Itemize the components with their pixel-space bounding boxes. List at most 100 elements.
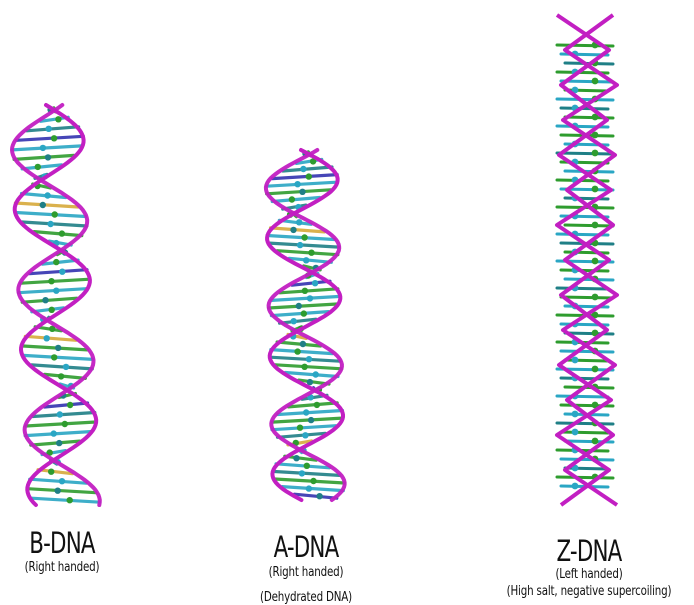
base-ring	[62, 421, 68, 427]
base-ring	[58, 373, 64, 379]
base-ring	[46, 126, 52, 132]
base-ring	[49, 307, 55, 313]
base-pair	[278, 411, 343, 415]
base-pair	[565, 468, 608, 469]
base-ring	[296, 303, 302, 309]
base-ring	[572, 483, 579, 490]
base-pair	[32, 498, 100, 502]
base-ring	[304, 463, 310, 469]
base-pair	[561, 432, 608, 433]
base-pair	[289, 403, 338, 407]
base-ring	[301, 234, 307, 240]
base-pair	[22, 165, 62, 169]
base-ring	[592, 258, 599, 265]
base-pair	[557, 153, 613, 154]
a-dna-title: A-DNA	[274, 530, 339, 564]
b-dna-title: B-DNA	[29, 526, 94, 560]
base-ring	[294, 348, 300, 354]
a-dna-condition: (Dehydrated DNA)	[260, 590, 352, 605]
base-ring	[306, 485, 312, 491]
base-ring	[299, 470, 305, 476]
base-ring	[57, 411, 63, 417]
base-pair	[278, 433, 326, 437]
base-ring	[592, 186, 599, 193]
z-dna-title: Z-DNA	[557, 534, 622, 568]
base-ring	[592, 366, 599, 373]
base-pair	[271, 350, 333, 354]
base-pair	[267, 190, 331, 194]
base-pair	[21, 346, 87, 350]
base-pair	[32, 365, 93, 369]
base-ring	[293, 455, 299, 461]
base-pair	[557, 396, 608, 397]
base-pair	[22, 194, 66, 198]
base-pair	[34, 232, 82, 236]
base-ring	[59, 478, 65, 484]
base-pair	[16, 213, 86, 217]
base-pair	[45, 374, 86, 378]
base-pair	[27, 127, 79, 131]
base-ring	[56, 440, 62, 446]
base-pair	[282, 487, 343, 491]
base-pair	[27, 489, 96, 493]
base-pair	[561, 297, 613, 298]
base-pair	[22, 222, 87, 226]
base-pair	[30, 479, 86, 483]
base-ring	[297, 425, 303, 431]
base-ring	[572, 357, 579, 364]
base-ring	[67, 402, 73, 408]
base-ring	[572, 429, 579, 436]
base-ring	[300, 166, 306, 172]
base-ring	[63, 364, 69, 370]
base-pair	[275, 365, 342, 369]
base-ring	[51, 354, 57, 360]
base-pair	[557, 99, 613, 100]
base-pair	[23, 355, 93, 359]
base-pair	[272, 198, 319, 202]
base-ring	[310, 478, 316, 484]
base-ring	[592, 78, 599, 85]
base-ring	[308, 250, 314, 256]
base-pair	[269, 304, 337, 308]
base-pair	[18, 289, 86, 293]
base-ring	[45, 154, 51, 160]
base-ring	[294, 181, 300, 187]
base-pair	[45, 403, 88, 407]
base-pair	[271, 312, 328, 316]
base-pair	[21, 279, 90, 283]
base-pair	[271, 228, 325, 232]
base-ring	[299, 189, 305, 195]
base-ring	[55, 116, 61, 122]
a-dna-handedness: (Right handed)	[269, 565, 344, 580]
base-pair	[565, 225, 613, 226]
base-pair	[267, 182, 337, 186]
base-ring	[592, 438, 599, 445]
b-dna-handedness: (Right handed)	[25, 560, 100, 575]
base-ring	[297, 242, 303, 248]
z-dna-condition: (High salt, negative supercoiling)	[507, 584, 672, 599]
base-ring	[51, 135, 57, 141]
base-pair	[561, 378, 608, 379]
base-pair	[12, 146, 82, 150]
base-ring	[290, 227, 296, 233]
base-ring	[59, 230, 65, 236]
base-ring	[55, 488, 61, 494]
base-ring	[316, 493, 322, 499]
base-ring	[53, 259, 59, 265]
base-pair	[557, 423, 613, 424]
base-ring	[300, 341, 306, 347]
base-pair	[30, 270, 87, 274]
base-pair	[273, 471, 340, 475]
base-pair	[285, 373, 338, 377]
base-ring	[301, 364, 307, 370]
base-ring	[44, 335, 50, 341]
base-pair	[557, 477, 613, 478]
base-ring	[296, 219, 302, 225]
base-ring	[289, 196, 295, 202]
base-pair	[272, 418, 342, 422]
base-ring	[302, 432, 308, 438]
b-dna-helix	[12, 105, 100, 505]
base-pair	[561, 351, 613, 352]
z-dna-handedness: (Left handed)	[555, 567, 622, 582]
